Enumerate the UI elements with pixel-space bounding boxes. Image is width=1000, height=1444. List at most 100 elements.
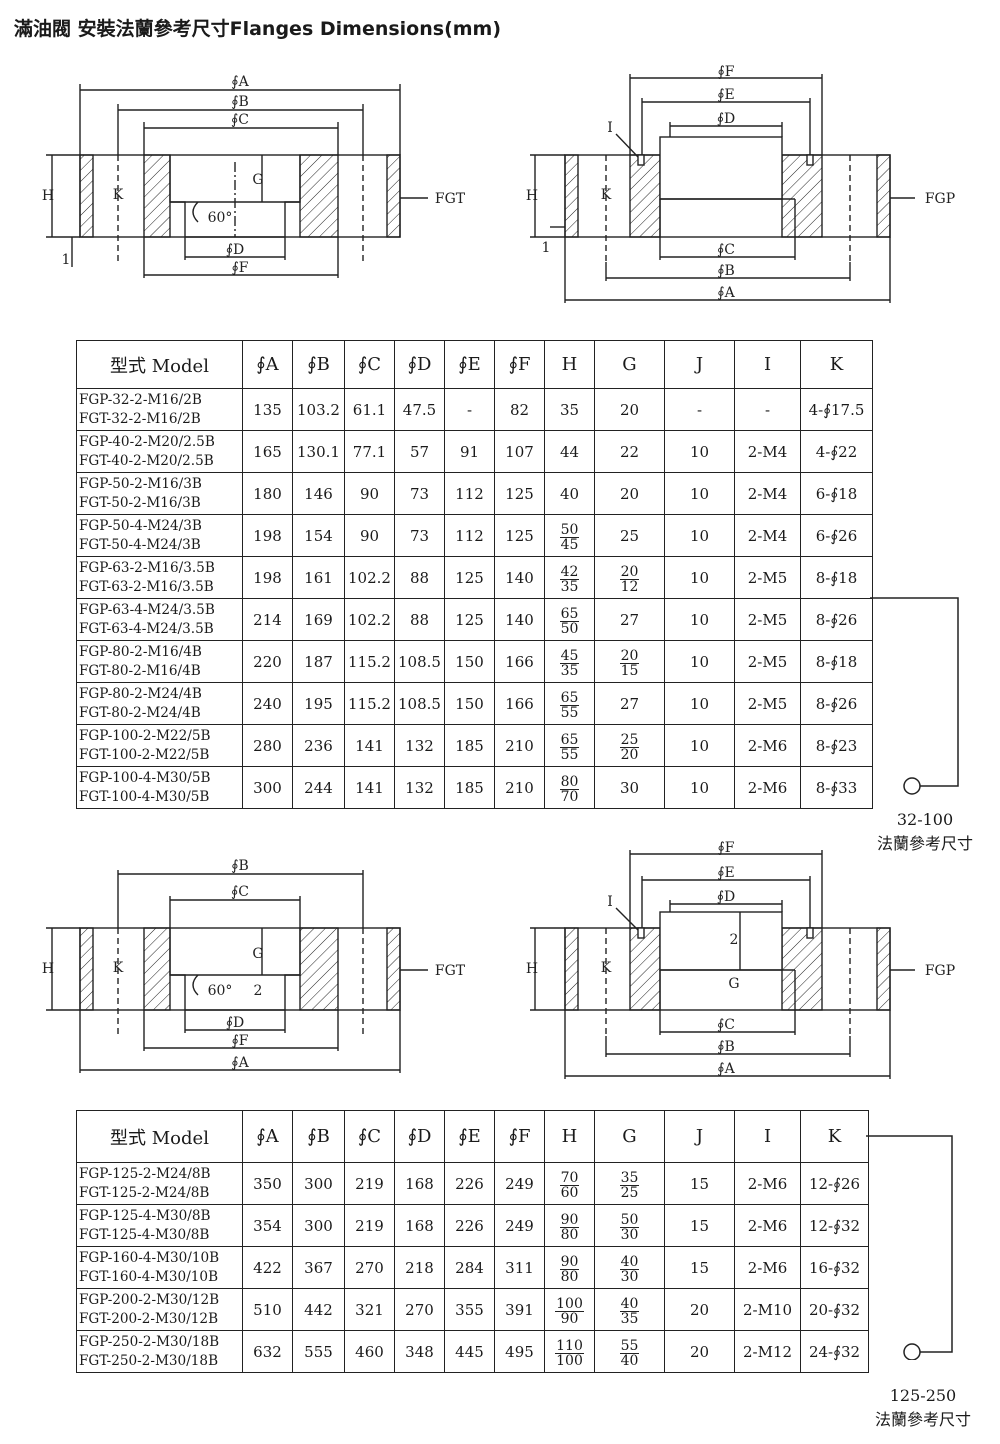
dim-label-B: ∮B	[717, 1039, 735, 1055]
dim-label-I: I	[607, 120, 613, 136]
model-number: FGT-40-2-M20/2.5B	[79, 452, 214, 469]
fraction-top: 100	[555, 1295, 584, 1312]
fraction-bottom: 15	[620, 662, 639, 679]
cell-i: 2-M5	[734, 556, 801, 599]
fraction-bottom: 25	[620, 1184, 639, 1201]
cell-d: 132	[394, 724, 445, 767]
dim-label-D: ∮D	[226, 1015, 245, 1031]
cell-i: 2-M5	[734, 682, 801, 725]
dim-label-H: H	[526, 188, 538, 204]
column-header: ∮A	[242, 340, 293, 389]
cell-c: 321	[344, 1288, 395, 1331]
cell-j: 10	[664, 640, 735, 683]
dim-label-A: ∮A	[717, 285, 735, 301]
model-number: FGT-63-2-M16/3.5B	[79, 578, 214, 595]
cell-a: 422	[242, 1246, 293, 1289]
cell-c: 219	[344, 1204, 395, 1247]
column-header: K	[800, 1110, 869, 1163]
cell-k: 24-∮32	[800, 1330, 869, 1373]
dim-label-A: ∮A	[717, 1061, 735, 1077]
column-header: H	[544, 1110, 595, 1163]
column-header: ∮D	[394, 340, 445, 389]
cell-j: 20	[664, 1288, 735, 1331]
model-tag-fgt: FGT	[435, 963, 466, 979]
dim-label-K: K	[113, 960, 124, 976]
cell-j: 15	[664, 1246, 735, 1289]
cell-a: 198	[242, 514, 293, 557]
cell-f: 249	[494, 1204, 545, 1247]
dim-label-2: 2	[730, 932, 739, 948]
cell-f: 391	[494, 1288, 545, 1331]
cell-f: 125	[494, 472, 545, 515]
column-header: ∮B	[292, 340, 345, 389]
fraction-top: 90	[559, 1253, 580, 1270]
dim-label-I: I	[607, 894, 613, 910]
page-title: 滿油閥 安裝法蘭參考尺寸Flanges Dimensions(mm)	[14, 18, 502, 40]
dim-label-F: ∮F	[231, 260, 248, 276]
model-number: FGP-50-4-M24/3B	[79, 517, 202, 534]
dim-label-B: ∮B	[231, 94, 249, 110]
cell-j: 10	[664, 430, 735, 473]
cell-k: 4-∮17.5	[800, 388, 873, 431]
cell-k: 20-∮32	[800, 1288, 869, 1331]
fraction-top: 25	[619, 731, 640, 748]
cell-k: 12-∮26	[800, 1162, 869, 1205]
cell-g: 25	[594, 514, 665, 557]
cell-f: 107	[494, 430, 545, 473]
model-number: FGT-125-4-M30/8B	[79, 1226, 210, 1243]
cell-e: 150	[444, 682, 495, 725]
fgp-flange-drawing-1: ∮F ∮E ∮D ∮C ∮B ∮A I H 1 K FGP	[526, 64, 955, 303]
fraction-top: 40	[619, 1295, 640, 1312]
model-number: FGP-160-4-M30/10B	[79, 1249, 220, 1266]
cell-b: 300	[292, 1204, 345, 1247]
dim-label-2: 2	[254, 983, 263, 999]
column-header: ∮A	[242, 1110, 293, 1163]
fraction-top: 42	[559, 563, 580, 580]
cell-d: 73	[394, 514, 445, 557]
cell-g: 22	[594, 430, 665, 473]
cell-f: 495	[494, 1330, 545, 1373]
model-number: FGP-80-2-M16/4B	[79, 643, 202, 660]
cell-i: 2-M6	[734, 724, 801, 767]
cell-j: 10	[664, 598, 735, 641]
cell-k: 8-∮33	[800, 766, 873, 809]
model-tag-fgp: FGP	[925, 963, 955, 979]
cell-d: 270	[394, 1288, 445, 1331]
cell-b: 130.1	[292, 430, 345, 473]
dim-label-1: 1	[62, 252, 71, 268]
column-header: 型式 Model	[76, 340, 243, 389]
cell-c: 115.2	[344, 682, 395, 725]
cell-i: 2-M6	[734, 1246, 801, 1289]
dim-label-E: ∮E	[717, 865, 735, 881]
cell-a: 214	[242, 598, 293, 641]
cell-f: 140	[494, 598, 545, 641]
cell-i: 2-M12	[734, 1330, 801, 1373]
cell-a: 632	[242, 1330, 293, 1373]
dim-label-H: H	[42, 961, 54, 977]
dim-label-C: ∮C	[231, 112, 249, 128]
